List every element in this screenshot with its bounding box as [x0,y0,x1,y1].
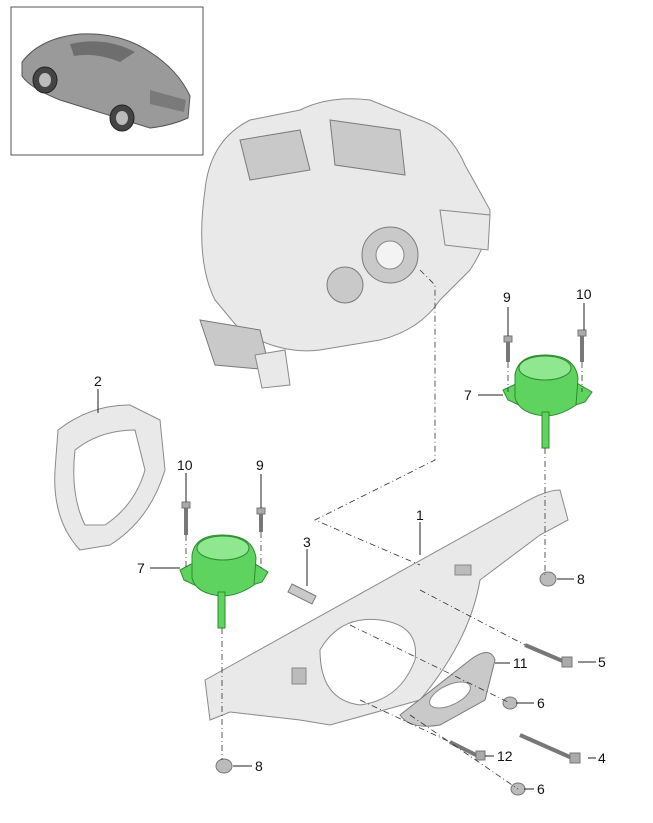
callout-2: 2 [94,373,102,389]
part-7-engine-mount-left [179,534,269,629]
callout-7-right: 7 [464,387,472,403]
callout-3: 3 [303,534,311,550]
part-6-nut-upper [502,696,518,710]
part-2-bracket-ring [54,404,166,551]
part-10-bolt-left [181,501,191,535]
car-silhouette [21,33,191,132]
callout-9-left: 9 [256,457,264,473]
leader-lines [97,303,596,790]
part-5-bolt [524,643,573,668]
callout-10-left: 10 [177,457,193,473]
callout-6-upper: 6 [537,695,545,711]
callout-9-right: 9 [503,289,511,305]
part-8-nut-right [539,571,557,587]
callout-1: 1 [416,507,424,523]
part-3-stud [287,583,317,605]
part-4-bolt [519,733,581,764]
callout-12: 12 [497,748,513,764]
callout-4: 4 [598,750,606,766]
part-7-engine-mount-right [502,354,593,449]
part-1-crossmember [204,489,569,726]
callout-11: 11 [513,655,528,671]
engine-illustration [199,98,491,389]
callout-10-right: 10 [576,286,592,302]
callout-5: 5 [598,654,606,670]
callout-7-left: 7 [137,560,145,576]
assembly-guide-lines [185,269,583,790]
callout-6-lower: 6 [537,781,545,797]
part-9-bolt-right [503,335,513,362]
part-8-nut-left [215,758,233,774]
callout-numbers: 1 2 3 4 5 6 6 7 7 8 8 9 9 10 10 11 12 [94,286,606,797]
part-10-bolt-right [577,329,587,362]
part-9-bolt-left [256,507,266,532]
callout-8-right: 8 [577,571,585,587]
part-12-bolt [449,740,486,761]
callout-8-left: 8 [255,758,263,774]
vehicle-thumbnail [10,6,204,156]
